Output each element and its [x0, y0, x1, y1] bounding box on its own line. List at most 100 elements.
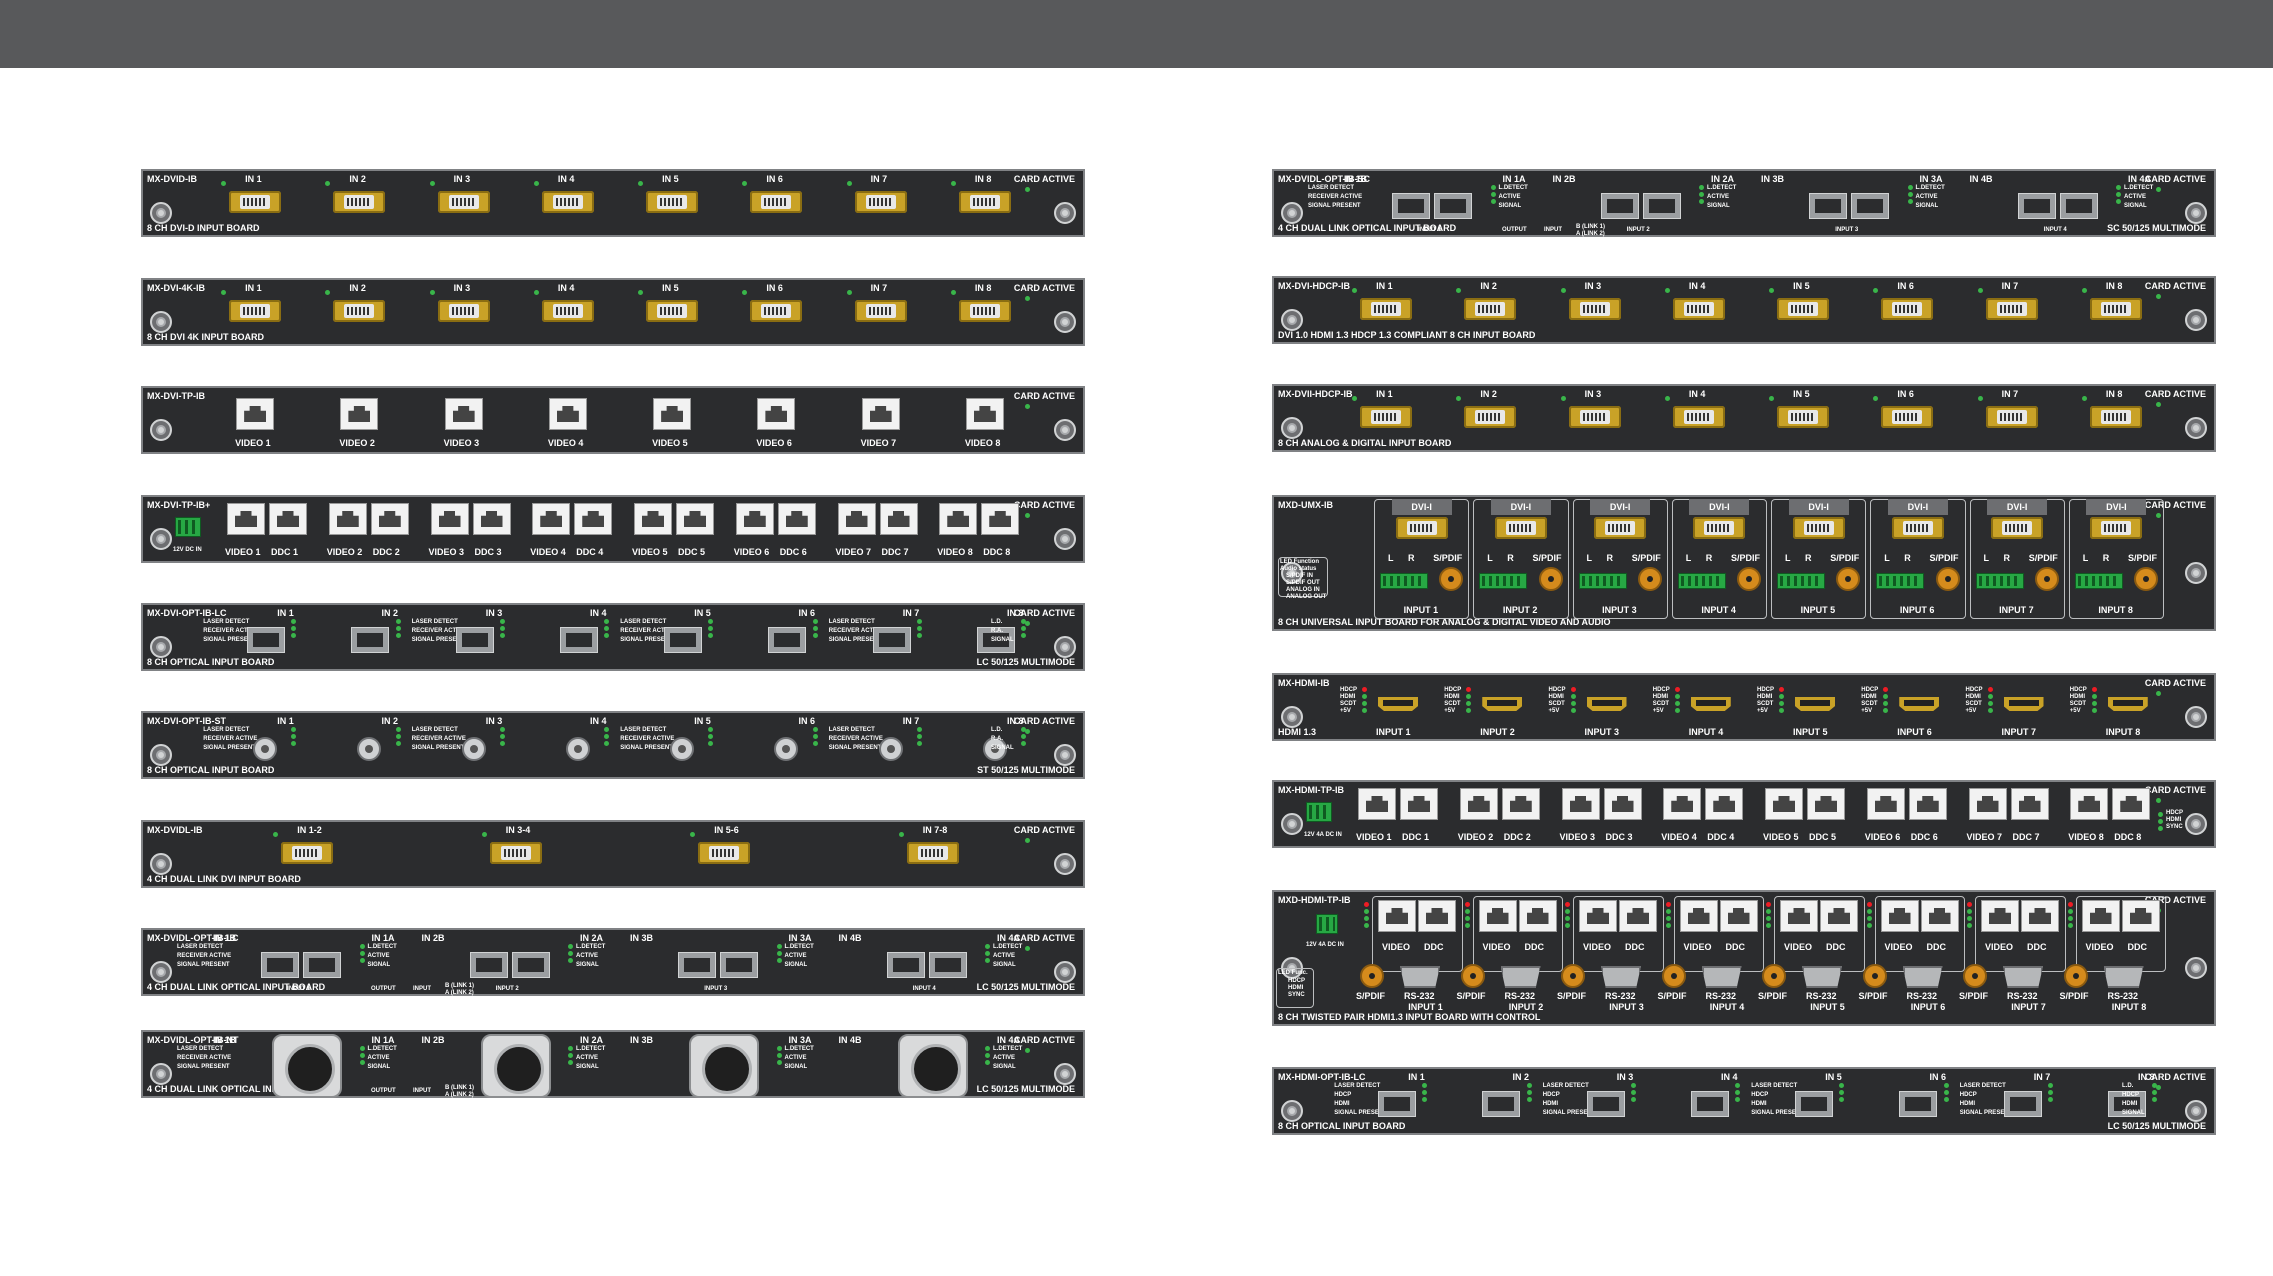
dvi-connector[interactable]	[281, 842, 334, 864]
panel-screw-left[interactable]	[150, 853, 172, 875]
dvi-connector[interactable]	[646, 191, 699, 213]
rj45-ddc-port[interactable]	[1705, 788, 1744, 820]
hdmi-port[interactable]	[1899, 697, 1940, 711]
rj45-port[interactable]	[236, 398, 275, 430]
audio-terminal[interactable]	[1677, 573, 1726, 589]
dvi-connector[interactable]	[1985, 298, 2038, 320]
dvi-connector[interactable]	[1672, 298, 1725, 320]
rj45-video-port[interactable]	[227, 503, 265, 535]
panel-screw-left[interactable]	[1281, 417, 1303, 439]
fiber-connector-b[interactable]	[678, 952, 716, 978]
audio-terminal[interactable]	[1578, 573, 1627, 589]
panel-screw-right[interactable]	[1054, 311, 1076, 333]
dvi-connector[interactable]	[437, 300, 490, 322]
panel-screw-left[interactable]	[150, 744, 172, 766]
dvi-connector[interactable]	[1360, 298, 1413, 320]
rs232-connector[interactable]	[2003, 966, 2043, 988]
audio-terminal[interactable]	[1876, 573, 1925, 589]
dvi-i-connector[interactable]	[1792, 517, 1845, 539]
fiber-connector-b[interactable]	[469, 952, 508, 978]
hdmi-port[interactable]	[1690, 697, 1731, 711]
panel-screw-right[interactable]	[2185, 309, 2207, 331]
lc-connector[interactable]	[1586, 1091, 1625, 1117]
rj45-ddc-port[interactable]	[2121, 900, 2160, 932]
rj45-video-port[interactable]	[1866, 788, 1905, 820]
rj45-ddc-port[interactable]	[879, 503, 918, 535]
rj45-video-port[interactable]	[1358, 788, 1396, 820]
rj45-video-port[interactable]	[1459, 788, 1498, 820]
dvi-connector[interactable]	[1568, 406, 1621, 428]
spdif-connector[interactable]	[1637, 567, 1662, 591]
rj45-port[interactable]	[653, 398, 692, 430]
rj45-ddc-port[interactable]	[1619, 900, 1657, 932]
lc-connector[interactable]	[2003, 1091, 2042, 1117]
rj45-video-port[interactable]	[1968, 788, 2007, 820]
fiber-connector-b[interactable]	[1392, 193, 1430, 219]
dvi-i-connector[interactable]	[1395, 517, 1448, 539]
rj45-video-port[interactable]	[1579, 900, 1617, 932]
panel-screw-left[interactable]	[150, 528, 172, 550]
panel-screw-right[interactable]	[2185, 1100, 2207, 1122]
dvi-i-connector[interactable]	[1991, 517, 2044, 539]
rs232-connector[interactable]	[1400, 966, 1440, 988]
dvi-connector[interactable]	[906, 842, 959, 864]
hdmi-port[interactable]	[1586, 697, 1627, 711]
fiber-connector-a[interactable]	[1434, 193, 1472, 219]
panel-screw-right[interactable]	[1054, 853, 1076, 875]
lc-connector[interactable]	[1690, 1091, 1729, 1117]
rj45-ddc-port[interactable]	[1501, 788, 1540, 820]
rj45-video-port[interactable]	[1663, 788, 1702, 820]
rj45-ddc-port[interactable]	[981, 503, 1020, 535]
fiber-connector-a[interactable]	[303, 952, 341, 978]
rj45-ddc-port[interactable]	[2021, 900, 2059, 932]
audio-terminal[interactable]	[1479, 573, 1528, 589]
spdif-connector[interactable]	[1963, 964, 1987, 988]
spdif-connector[interactable]	[1538, 567, 1563, 591]
dvi-connector[interactable]	[750, 191, 803, 213]
fiber-connector-a[interactable]	[2059, 193, 2098, 219]
spdif-connector[interactable]	[1561, 964, 1585, 988]
dvi-connector[interactable]	[1985, 406, 2038, 428]
panel-screw-right[interactable]	[1054, 744, 1076, 766]
rj45-port[interactable]	[757, 398, 796, 430]
rj45-port[interactable]	[548, 398, 587, 430]
panel-screw-right[interactable]	[1054, 202, 1076, 224]
st-connector[interactable]	[461, 737, 486, 761]
rj45-video-port[interactable]	[1378, 900, 1416, 932]
rs232-connector[interactable]	[1701, 966, 1742, 988]
st-connector[interactable]	[670, 737, 695, 761]
st-connector[interactable]	[774, 737, 799, 761]
rj45-ddc-port[interactable]	[1807, 788, 1845, 820]
panel-screw-left[interactable]	[1281, 562, 1303, 584]
panel-screw-left[interactable]	[1281, 1100, 1303, 1122]
panel-screw-right[interactable]	[1054, 961, 1076, 983]
dvi-connector[interactable]	[1777, 406, 1830, 428]
lc-connector[interactable]	[351, 627, 390, 653]
rj45-video-port[interactable]	[939, 503, 978, 535]
hdmi-port[interactable]	[2003, 697, 2044, 711]
rj45-video-port[interactable]	[1780, 900, 1818, 932]
dvi-connector[interactable]	[489, 842, 542, 864]
rj45-ddc-port[interactable]	[574, 503, 613, 535]
hdmi-port[interactable]	[1795, 697, 1835, 711]
spdif-connector[interactable]	[2134, 567, 2158, 591]
dvi-connector[interactable]	[437, 191, 490, 213]
rj45-ddc-port[interactable]	[1920, 900, 1959, 932]
neutrik-connector[interactable]	[480, 1034, 551, 1098]
rs232-connector[interactable]	[1500, 966, 1541, 988]
neutrik-connector[interactable]	[897, 1034, 968, 1098]
dvi-connector[interactable]	[1464, 406, 1517, 428]
lc-connector[interactable]	[1899, 1091, 1938, 1117]
dvi-connector[interactable]	[958, 191, 1011, 213]
rj45-ddc-port[interactable]	[2112, 788, 2151, 820]
dvi-connector[interactable]	[958, 300, 1011, 322]
rj45-video-port[interactable]	[1679, 900, 1718, 932]
rj45-ddc-port[interactable]	[1820, 900, 1858, 932]
dvi-i-connector[interactable]	[1891, 517, 1944, 539]
rs232-connector[interactable]	[1601, 966, 1641, 988]
rj45-port[interactable]	[340, 398, 379, 430]
fiber-connector-a[interactable]	[928, 952, 967, 978]
lc-connector[interactable]	[455, 627, 494, 653]
dvi-connector[interactable]	[1881, 406, 1934, 428]
rj45-video-port[interactable]	[1981, 900, 2019, 932]
